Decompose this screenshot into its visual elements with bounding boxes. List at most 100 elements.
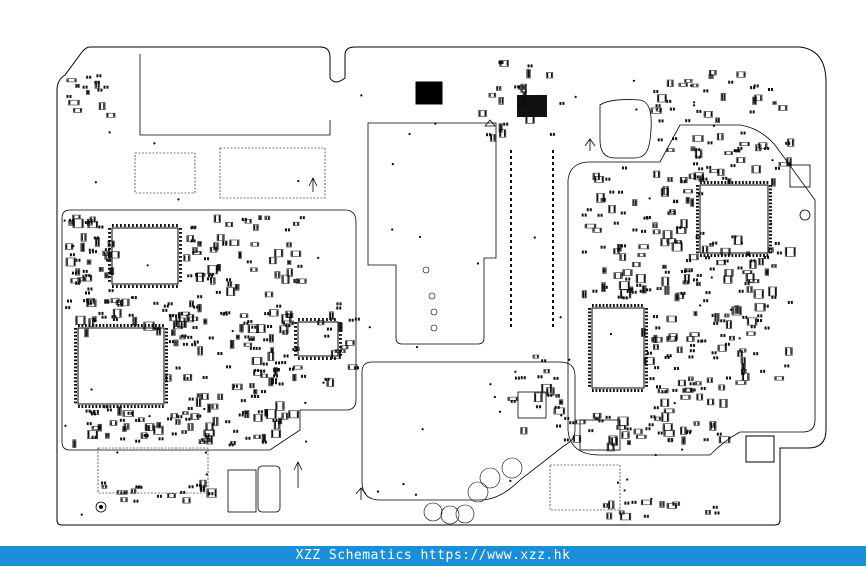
component-pad <box>573 436 575 442</box>
component-outline <box>725 320 733 329</box>
component-pad <box>289 243 292 247</box>
component-outline <box>706 377 713 383</box>
component-pad <box>711 243 714 246</box>
component-pad <box>156 224 158 227</box>
component-pad <box>552 318 554 321</box>
component-pad <box>700 150 702 157</box>
via <box>63 219 66 222</box>
component-pad <box>199 414 202 418</box>
component-pad <box>588 367 591 370</box>
component-pad <box>296 411 299 418</box>
component-pad <box>654 335 656 343</box>
component-outline <box>741 368 747 374</box>
component-pad <box>245 410 247 418</box>
component-outline <box>666 315 677 323</box>
component-outline <box>189 300 195 308</box>
component-pad <box>133 317 135 326</box>
component-pad <box>753 97 755 104</box>
component-pad <box>588 385 591 387</box>
component-pad <box>627 304 629 307</box>
component-pad <box>327 334 330 338</box>
component-pad <box>226 222 228 227</box>
component-outline <box>619 512 632 521</box>
component-pad <box>73 440 75 448</box>
component-pad <box>226 365 229 369</box>
component-pad <box>560 400 563 404</box>
component-pad <box>258 435 261 439</box>
component-outline <box>701 245 709 254</box>
component-pad <box>69 94 72 98</box>
component-pad <box>74 373 77 376</box>
component-pad <box>287 243 289 247</box>
component-outline <box>507 396 519 401</box>
component-pad <box>552 240 554 243</box>
component-pad <box>766 254 769 257</box>
component-outline <box>678 82 688 87</box>
component-pad <box>643 328 646 337</box>
component-pad <box>691 377 693 381</box>
component-pad <box>301 374 304 378</box>
component-pad <box>734 235 737 239</box>
component-pad <box>165 391 168 393</box>
component-pad <box>592 289 595 293</box>
component-pad <box>218 394 220 400</box>
component-pad <box>588 371 591 373</box>
component-pad <box>208 404 211 412</box>
component-outline <box>489 134 496 142</box>
component-pad <box>769 192 772 194</box>
component-pad <box>254 414 256 421</box>
component-outline <box>635 273 646 284</box>
component-pad <box>183 255 186 261</box>
component-outline <box>767 247 774 253</box>
component-pad <box>81 219 83 228</box>
component-pad <box>318 318 320 321</box>
component-pad <box>72 253 75 257</box>
component-pad <box>767 255 770 259</box>
component-pad <box>127 299 129 306</box>
component-pad <box>261 374 263 378</box>
component-outline <box>594 176 604 183</box>
component-pad <box>197 394 199 397</box>
component-pad <box>666 413 669 421</box>
component-pad <box>88 274 91 278</box>
component-pad <box>703 181 706 184</box>
component-outline <box>109 420 118 426</box>
component-pad <box>735 149 738 153</box>
component-pad <box>785 247 788 256</box>
component-pad <box>144 285 146 288</box>
component-pad <box>501 97 504 104</box>
component-pad <box>78 405 80 408</box>
component-pad <box>499 130 502 137</box>
component-outline <box>653 344 659 350</box>
component-pad <box>640 429 642 434</box>
component-pad <box>98 225 101 229</box>
component-pad <box>329 312 332 320</box>
component-pad <box>207 489 209 497</box>
component-pad <box>581 213 584 217</box>
component-outline <box>182 411 189 415</box>
via <box>322 381 325 384</box>
component-pad <box>102 485 104 488</box>
component-pad <box>627 432 629 438</box>
component-pad <box>162 324 164 327</box>
component-pad <box>731 254 734 257</box>
component-outline <box>632 199 638 206</box>
component-pad <box>260 414 262 421</box>
component-pad <box>699 273 702 277</box>
component-pad <box>503 122 506 126</box>
component-pad <box>644 286 646 293</box>
component-pad <box>738 181 741 184</box>
component-outline <box>718 384 726 391</box>
component-outline <box>546 72 554 79</box>
component-pad <box>141 433 143 439</box>
component-pad <box>557 394 560 397</box>
via <box>730 308 733 311</box>
component-pad <box>286 311 288 317</box>
component-pad <box>643 514 646 518</box>
component-pad <box>607 443 609 451</box>
component-pad <box>230 340 233 348</box>
component-pad <box>616 389 619 392</box>
component-pad <box>297 264 300 268</box>
component-pad <box>613 249 616 254</box>
component-pad <box>685 83 688 87</box>
